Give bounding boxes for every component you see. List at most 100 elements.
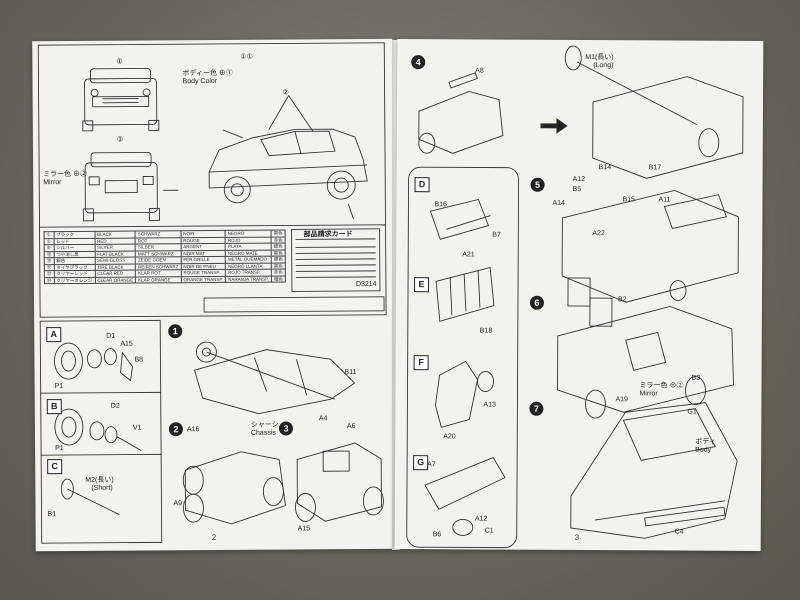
part-b14: B14 [598, 164, 612, 172]
page-number-right: 3 [574, 532, 580, 543]
front-seat-f [434, 360, 494, 428]
step-label-g: G [413, 455, 429, 471]
part-d1: D1 [106, 332, 116, 340]
mirror-note-jp: ミラー色 ⊕② [639, 382, 684, 390]
arrow-right-icon [540, 118, 568, 134]
paint-cell-jp: クリヤーオレンジ [53, 276, 95, 284]
callout-one: ① [116, 58, 123, 66]
paint-cell-es: METAL QUEMADO [225, 256, 272, 263]
paint-cell-x: 橙色 [271, 275, 286, 283]
part-g1: G1 [687, 408, 697, 416]
callout-three: ③ [116, 136, 124, 144]
body-color-label-jp: ボディー色 ⊕① [182, 69, 233, 78]
chassis-step-4 [418, 72, 504, 154]
car-rear-view [82, 152, 160, 222]
part-b2: B2 [617, 296, 627, 304]
paint-cell-en: CLEAR ORANGE [94, 276, 136, 284]
car-front-view [82, 68, 160, 132]
car-side-view [208, 128, 368, 204]
spec-card [291, 228, 381, 292]
left-page-drawings [37, 42, 387, 544]
instruction-page-left: ①① ボディー色 ⊕① Body Color ① ② ③ ミラー色 ⊕② Mir… [32, 38, 396, 552]
wheel-assembly-a [54, 342, 133, 382]
part-d2: D2 [110, 402, 120, 410]
spec-card-title: 部品請求カード [303, 231, 353, 239]
part-a20: A20 [443, 433, 456, 441]
wheel-assembly-b [54, 408, 142, 451]
interior-step-5 [561, 190, 739, 327]
part-b1: B1 [47, 511, 57, 519]
rear-seat-e [435, 266, 495, 322]
step-label-b: B [46, 399, 62, 415]
chassis-step-1 [193, 341, 356, 415]
step-label-a: A [46, 327, 62, 343]
part-a6: A6 [346, 423, 356, 431]
part-c1: C1 [484, 527, 494, 535]
chassis-step-3 [295, 442, 384, 522]
step-number-7: 7 [529, 401, 544, 416]
paint-section-frame [37, 42, 387, 318]
mirror-note-en: Mirror [639, 390, 658, 398]
step-number-6: 6 [529, 295, 544, 310]
page-number-left: 2 [211, 532, 217, 543]
part-m1-note: M1(長い) [585, 54, 614, 62]
part-m2-note-en: (Short) [91, 484, 113, 492]
body-step-7 [570, 402, 738, 539]
part-a14: A14 [552, 199, 565, 207]
top-badge: ①① [240, 53, 253, 61]
sub-assembly-frame [406, 166, 520, 549]
callout-two: ② [282, 89, 289, 97]
part-m1-note-en: (Long) [593, 62, 614, 70]
sub-steps-frame [39, 319, 163, 544]
part-a8: A8 [475, 67, 484, 75]
part-b3: B3 [691, 374, 701, 382]
part-p1-b: P1 [55, 445, 64, 453]
part-b8: B8 [134, 356, 144, 364]
part-b5: B5 [572, 185, 582, 194]
part-a16: A16 [186, 426, 200, 434]
chassis-step-2 [182, 451, 286, 525]
part-a19: A19 [615, 396, 628, 404]
part-b11: B11 [344, 369, 357, 377]
body-note-jp: ボディ [695, 438, 716, 446]
step-label-c: C [47, 459, 63, 475]
paint-cell-fr: ORANGE TRANSP. [180, 275, 226, 283]
part-b15: B15 [622, 196, 635, 204]
body-note-en: Body [695, 446, 712, 454]
paint-cell-fr: ROUGE TRANSP. [180, 269, 226, 277]
step-number-5: 5 [530, 177, 545, 192]
part-p1-a: P1 [54, 383, 64, 391]
step-label-f: F [413, 355, 429, 371]
part-b16: B16 [434, 201, 447, 209]
part-a9: A9 [173, 500, 183, 508]
part-a12-g: A12 [474, 515, 488, 523]
interior-step-6 [557, 306, 734, 419]
dashboard-g [424, 456, 506, 536]
part-a13: A13 [483, 401, 496, 409]
part-b7: B7 [492, 231, 501, 239]
part-b18: B18 [479, 327, 493, 335]
paint-cell-code: ㉔ [44, 277, 54, 284]
spec-card-code: D3214 [355, 280, 377, 289]
part-a4: A4 [318, 415, 328, 423]
right-page-drawings [406, 45, 744, 549]
step-number-3: 3 [278, 421, 293, 436]
part-m2-note: M2(長い) [85, 476, 114, 484]
mirror-label-en: Mirror [43, 179, 62, 187]
part-a21: A21 [462, 251, 475, 259]
part-a15: A15 [120, 340, 133, 348]
paint-cell-de: KLAR ORANGE [135, 276, 182, 284]
part-a12: A12 [572, 175, 586, 184]
chassis-label-en: Chassis [250, 429, 276, 437]
part-a15-step3: A15 [297, 525, 311, 533]
step-number-1: 1 [168, 324, 183, 339]
chassis-label-jp: シャーシ [250, 421, 279, 429]
part-c4: C4 [674, 528, 684, 536]
part-a7: A7 [427, 461, 436, 469]
chassis-with-wheels [564, 45, 744, 179]
step-label-d: D [414, 177, 430, 193]
seat-back-d [429, 198, 491, 240]
step-number-4: 4 [411, 55, 426, 70]
